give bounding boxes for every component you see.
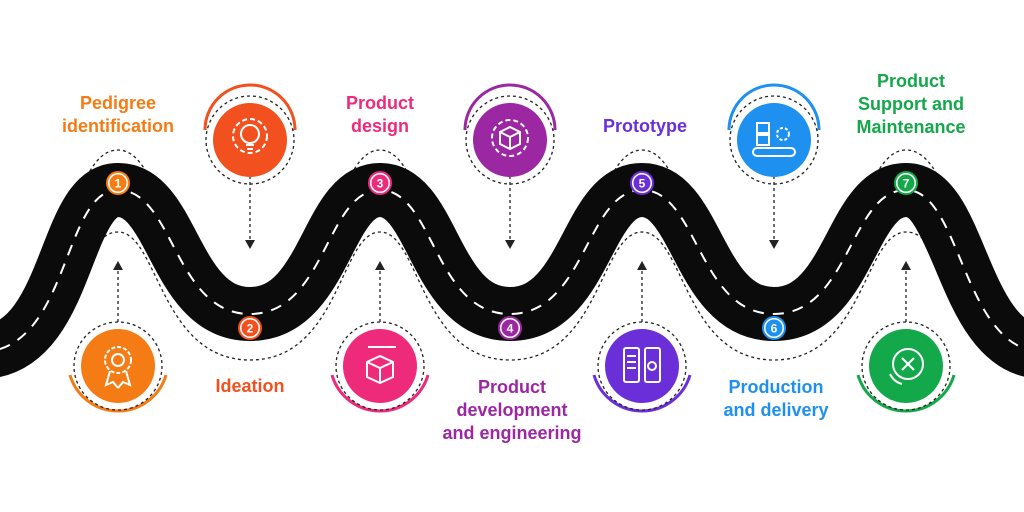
step-number: 5 — [639, 177, 646, 191]
arrow-down-icon — [505, 240, 515, 249]
step-marker-5: 5 — [630, 171, 654, 195]
icon-circle-bottom-7 — [856, 321, 956, 413]
icon-circle-bottom-1 — [68, 321, 168, 413]
step-marker-2: 2 — [238, 316, 262, 340]
box-pen-design-icon — [366, 346, 396, 385]
arrow-up-icon — [901, 261, 911, 270]
arrow-up-icon — [375, 261, 385, 270]
arrow-up-icon — [113, 261, 123, 270]
mobile-wireframe-icon — [623, 347, 661, 383]
support-tools-icon — [889, 348, 924, 385]
step-marker-7: 7 — [894, 171, 918, 195]
step-number: 4 — [507, 322, 514, 336]
step-label-7: Product Support and Maintenance — [856, 71, 966, 137]
icon-circle-top-6 — [727, 83, 821, 185]
road-lane-markings — [0, 188, 1024, 350]
arrow-up-icon — [637, 261, 647, 270]
step-number: 3 — [377, 177, 384, 191]
cube-gear-icon — [491, 119, 529, 157]
step-number: 2 — [247, 322, 254, 336]
step-marker-6: 6 — [762, 316, 786, 340]
arrow-down-icon — [245, 240, 255, 249]
conveyor-boxes-icon — [752, 122, 796, 157]
road-outer-guide-bottom — [0, 231, 1024, 361]
icon-circle-top-2 — [203, 83, 297, 185]
step-marker-3: 3 — [368, 171, 392, 195]
lightbulb-gear-icon — [232, 118, 268, 154]
step-label-3: Product design — [345, 93, 414, 136]
connector-lines — [117, 176, 907, 322]
step-marker-1: 1 — [106, 171, 130, 195]
step-number: 7 — [903, 177, 910, 191]
step-number: 6 — [771, 322, 778, 336]
icon-circle-top-4 — [463, 83, 557, 185]
step-label-4: Product development and engineering — [442, 377, 582, 443]
icon-circle-bottom-3 — [330, 321, 430, 413]
arrow-down-icon — [769, 240, 779, 249]
step-number: 1 — [115, 177, 122, 191]
icon-circle-bottom-5 — [592, 321, 692, 413]
step-label-2: Ideation — [215, 376, 285, 396]
step-label-6: Production and delivery — [723, 377, 829, 420]
step-label-1: Pedigree identification — [62, 93, 174, 136]
ribbon-award-icon — [104, 346, 132, 389]
step-label-5: Prototype — [602, 116, 687, 136]
step-marker-4: 4 — [498, 316, 522, 340]
connector-arrows — [113, 240, 911, 270]
